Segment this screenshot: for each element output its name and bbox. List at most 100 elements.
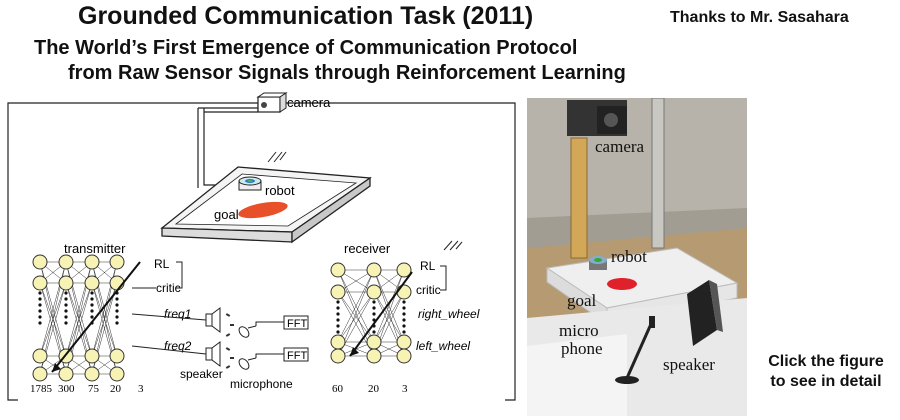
ellipsis-dot <box>90 309 94 313</box>
output-lines-left <box>131 313 207 355</box>
network-node <box>32 254 48 270</box>
fft-box-top: FFT <box>283 315 309 330</box>
transmitter-network <box>32 254 141 382</box>
ellipsis-dot <box>372 306 376 310</box>
ellipsis-dot <box>115 309 119 313</box>
ellipsis-dot <box>38 309 42 313</box>
ellipsis-dot <box>64 291 68 295</box>
network-node <box>396 334 412 350</box>
layer-size-label: 1785 <box>30 383 53 395</box>
network-node <box>84 366 100 382</box>
subtitle-line-2: from Raw Sensor Signals through Reinforc… <box>68 62 626 84</box>
click-hint-line-1: Click the figure <box>768 353 884 370</box>
network-node <box>84 254 100 270</box>
ellipsis-dot <box>64 309 68 313</box>
photo-phone-label: phone <box>561 339 603 358</box>
goal-label: goal <box>214 207 239 222</box>
layer-size-label: 3 <box>138 383 144 395</box>
ellipsis-dot <box>38 321 42 325</box>
layer-size-label: 3 <box>402 383 408 395</box>
network-node <box>366 284 382 300</box>
network-node <box>330 262 346 278</box>
photo-speaker-device <box>687 280 723 346</box>
network-node <box>109 275 125 291</box>
click-hint-line-2: to see in detail <box>770 373 882 390</box>
ellipsis-dot <box>115 303 119 307</box>
click-hint[interactable]: Click the figure to see in detail <box>752 352 900 392</box>
page-title: Grounded Communication Task (2011) <box>78 2 534 30</box>
ellipsis-dot <box>402 312 406 316</box>
layer-size-label: 75 <box>88 383 100 395</box>
network-node <box>32 275 48 291</box>
learning-arrow-head <box>350 347 359 356</box>
photo-goal-marker <box>607 278 637 290</box>
arena-platform <box>160 166 372 244</box>
network-node <box>32 348 48 364</box>
layer-size-label: 20 <box>110 383 122 395</box>
mic-to-fft-lines <box>255 321 284 358</box>
ellipsis-dot <box>372 300 376 304</box>
ellipsis-dot <box>64 297 68 301</box>
photo-camera-label: camera <box>595 137 645 156</box>
svg-text:FFT: FFT <box>287 318 307 330</box>
critic-label-right: critic <box>416 283 441 297</box>
network-node <box>396 348 412 364</box>
fft-box-bottom: FFT <box>283 347 309 362</box>
network-node <box>366 262 382 278</box>
camera-label: camera <box>287 95 331 110</box>
photo-robot-label: robot <box>611 247 647 266</box>
ellipsis-dot <box>336 318 340 322</box>
network-node <box>109 254 125 270</box>
svg-text:FFT: FFT <box>287 350 307 362</box>
robot-icon <box>238 176 262 191</box>
network-node <box>396 262 412 278</box>
network-node <box>58 254 74 270</box>
right-wheel-label: right_wheel <box>418 307 480 321</box>
photo-micro-label: micro <box>559 321 599 340</box>
ellipsis-dot <box>336 312 340 316</box>
ellipsis-dot <box>90 291 94 295</box>
microphone-icon-top <box>238 325 257 338</box>
network-node <box>109 366 125 382</box>
ellipsis-dot <box>64 303 68 307</box>
speaker-icon-bottom <box>205 341 221 367</box>
ellipsis-dot <box>336 306 340 310</box>
ellipsis-dot <box>90 297 94 301</box>
ellipsis-dot <box>115 315 119 319</box>
speaker-label: speaker <box>180 367 223 381</box>
critic-label-left: critic <box>156 281 181 295</box>
ellipsis-dot <box>402 330 406 334</box>
receiver-signal-icon <box>443 240 463 251</box>
speaker-icon-top <box>205 307 221 333</box>
layer-size-label: 60 <box>332 383 344 395</box>
ellipsis-dot <box>336 330 340 334</box>
ellipsis-dot <box>372 330 376 334</box>
ellipsis-dot <box>115 297 119 301</box>
ellipsis-dot <box>90 315 94 319</box>
ellipsis-dot <box>115 321 119 325</box>
network-node <box>330 348 346 364</box>
photo-microphone-device <box>615 316 655 384</box>
receiver-network <box>330 262 413 364</box>
ellipsis-dot <box>38 303 42 307</box>
sound-waves-icon <box>225 313 234 369</box>
ellipsis-dot <box>402 324 406 328</box>
experiment-photo[interactable]: camera robot goal micro phone speaker <box>527 98 747 416</box>
network-node <box>58 366 74 382</box>
transmitter-label: transmitter <box>64 241 126 256</box>
layer-size-label: 20 <box>368 383 380 395</box>
receiver-label: receiver <box>344 241 391 256</box>
freq2-label: freq2 <box>164 339 192 353</box>
ellipsis-dot <box>64 315 68 319</box>
photo-camera-device <box>567 100 627 136</box>
rl-critic-right-bracket <box>440 265 447 291</box>
robot-label: robot <box>265 183 295 198</box>
ellipsis-dot <box>402 318 406 322</box>
wireless-signal-icon <box>267 151 287 163</box>
network-node <box>58 275 74 291</box>
ellipsis-dot <box>64 321 68 325</box>
network-node <box>32 366 48 382</box>
system-diagram[interactable]: camera robot goal transmitter receiver R… <box>0 88 520 420</box>
subtitle-line-1: The World’s First Emergence of Communica… <box>34 37 578 59</box>
